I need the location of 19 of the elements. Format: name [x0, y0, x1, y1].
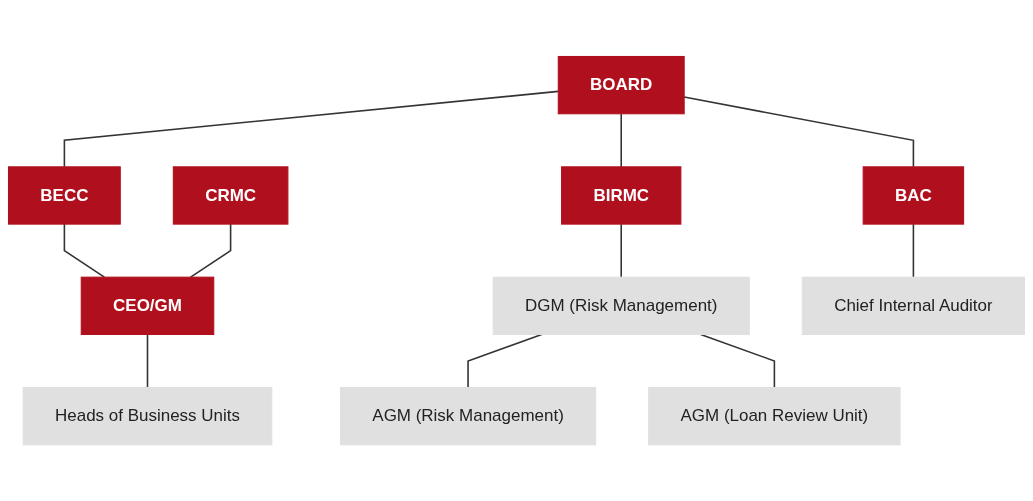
node-box: BOARD — [557, 55, 685, 115]
connector — [189, 223, 232, 278]
node-box: CRMC — [172, 166, 289, 225]
connector — [912, 223, 915, 278]
connector — [63, 223, 106, 278]
node-box: AGM (Risk Management) — [339, 386, 597, 446]
node-box: BECC — [7, 166, 121, 225]
connector — [620, 112, 622, 168]
node-box: AGM (Loan Review Unit) — [648, 386, 901, 446]
node-box: Heads of Business Units — [22, 386, 273, 446]
connector — [146, 333, 149, 389]
node-box: Chief Internal Auditor — [801, 276, 1026, 335]
connector — [699, 333, 776, 389]
node-box: BAC — [862, 166, 965, 225]
connector — [467, 333, 543, 389]
connector — [620, 223, 622, 278]
node-box: CEO/GM — [80, 276, 215, 335]
node-box: DGM (Risk Management) — [492, 276, 750, 335]
node-box: BIRMC — [561, 166, 682, 225]
